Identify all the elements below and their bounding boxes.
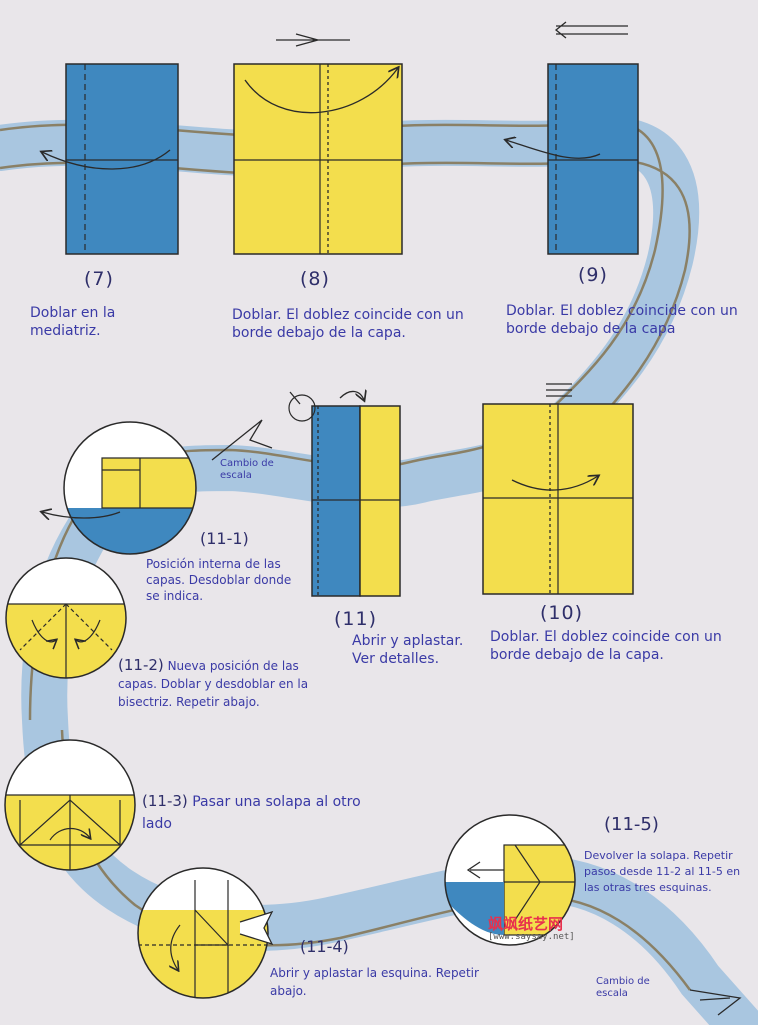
step-8-number: (8) [300, 270, 330, 288]
step-9-number: (9) [578, 266, 608, 284]
step-11-4-figure [138, 868, 272, 1000]
step-11-3-caption: (11-3) Pasar una solapa al otro lado [142, 790, 372, 835]
step-11-2-number: (11-2) [118, 656, 164, 674]
step-10-caption: Doblar. El doblez coincide con un borde … [490, 628, 752, 664]
watermark-url: [www.saysay.net] [488, 931, 575, 944]
step-10-figure [483, 384, 633, 594]
step-11-2-caption: (11-2) Nueva posición de las capas. Dobl… [118, 656, 338, 711]
scale-change-note-2: Cambio de escala [596, 976, 676, 1000]
step-11-caption: Abrir y aplastar. Ver detalles. [352, 632, 476, 668]
step-11-3-number: (11-3) [142, 792, 188, 810]
step-11-1-caption: Posición interna de las capas. Desdoblar… [146, 556, 296, 604]
step-7-number: (7) [84, 270, 114, 288]
step-11-number: (11) [334, 610, 377, 628]
step-11-5-number: (11-5) [604, 816, 659, 834]
watermark: 飒飒纸艺网 [www.saysay.net] [488, 918, 575, 944]
step-9-caption: Doblar. El doblez coincide con un borde … [506, 302, 750, 338]
step-11-5-caption: Devolver la solapa. Repetir pasos desde … [584, 848, 754, 896]
watermark-brand: 飒飒纸艺网 [488, 918, 575, 931]
step-8-caption: Doblar. El doblez coincide con un borde … [232, 306, 472, 342]
step-8-figure [234, 34, 402, 254]
step-11-1-number: (11-1) [200, 530, 249, 548]
step-7-caption: Doblar en la mediatriz. [30, 304, 190, 340]
scale-change-note-1: Cambio de escala [220, 458, 300, 482]
step-11-3-figure [5, 740, 135, 875]
step-10-number: (10) [540, 604, 583, 622]
step-11-4-caption: Abrir y aplastar la esquina. Repetir aba… [270, 964, 510, 1000]
step-11-4-number: (11-4) [300, 938, 349, 956]
